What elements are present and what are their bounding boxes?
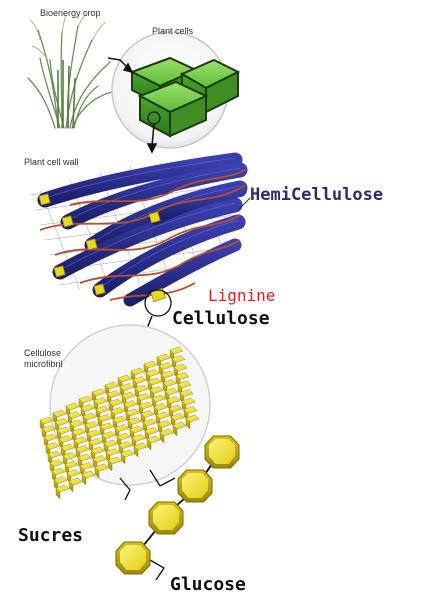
label-cellulose-microfibril-line1: Cellulose — [24, 348, 61, 358]
glucose-unit-face — [182, 473, 208, 498]
glycosidic-bond — [143, 530, 156, 546]
label-plant-cell-wall: Plant cell wall — [24, 157, 79, 167]
label-glucose: Glucose — [170, 574, 246, 595]
bioenergy-crop-illustration — [28, 13, 112, 128]
label-lignine: Lignine — [208, 286, 275, 305]
plant-cells-lens — [112, 32, 238, 148]
label-cellulose: Cellulose — [172, 308, 270, 329]
label-sucres: Sucres — [18, 525, 83, 546]
label-cellulose-microfibril-line2: microfibril — [24, 359, 63, 369]
glucose-unit-face — [120, 545, 146, 570]
label-bioenergy-crop: Bioenergy crop — [40, 8, 101, 18]
label-hemicellulose: HemiCellulose — [250, 185, 383, 205]
label-plant-cells: Plant cells — [152, 26, 194, 36]
glucose-unit-face — [153, 505, 179, 530]
glucose-unit-face — [209, 439, 235, 464]
